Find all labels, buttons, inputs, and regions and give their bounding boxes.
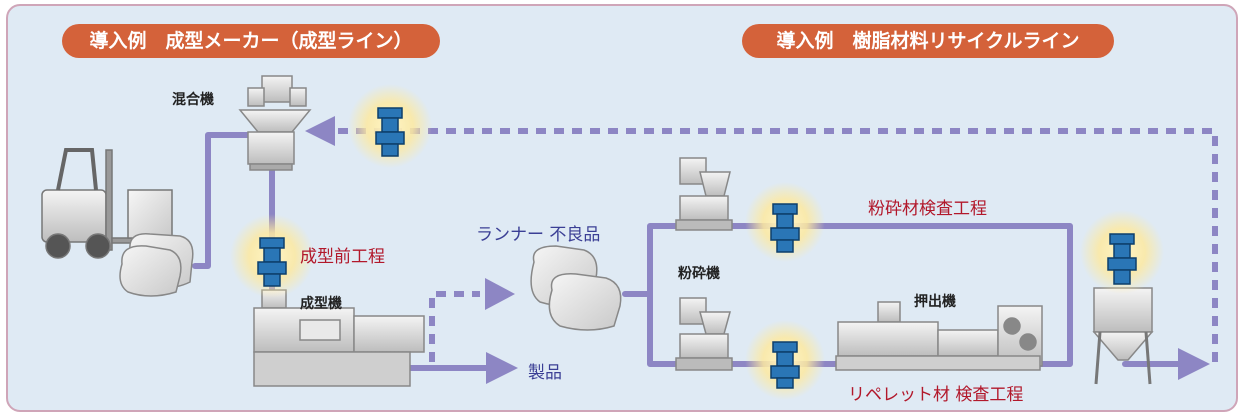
flow-line-bags-to-mixer — [192, 132, 258, 269]
header-molding-line: 導入例 成型メーカー（成型ライン） — [62, 24, 440, 58]
label-crushed-inspection: 粉砕材検査工程 — [868, 199, 987, 219]
inspector-silo — [1080, 210, 1164, 294]
label-mixer: 混合機 — [172, 91, 214, 108]
flow-arrowheads — [305, 116, 1210, 384]
crusher-bottom-icon — [675, 297, 733, 371]
runner-defect-sacks-icon — [530, 245, 622, 331]
flow-line-crusher-to-inspection — [722, 223, 1073, 367]
label-product: 製品 — [528, 363, 562, 383]
label-repellet-inspection: リペレット材 検査工程 — [848, 385, 1023, 405]
label-crusher: 粉砕機 — [678, 265, 720, 282]
crusher-top-icon — [675, 157, 733, 231]
arrow-to-runner — [485, 278, 515, 310]
forklift-icon — [41, 148, 173, 259]
label-pre-molding: 成型前工程 — [300, 247, 385, 267]
inspector-return-line — [348, 84, 432, 168]
extruder-icon — [835, 301, 1043, 371]
flow-line-recycle-return — [330, 128, 1218, 362]
mixer-icon — [238, 75, 312, 171]
inspector-pre-molding — [230, 214, 314, 298]
arrow-to-product — [486, 352, 518, 384]
label-molding-machine: 成型機 — [300, 295, 342, 312]
flow-dashed-lines — [330, 128, 1218, 362]
inspector-crushed-material — [745, 182, 825, 262]
silo-icon — [1092, 287, 1154, 385]
header-recycle-line: 導入例 樹脂材料リサイクルライン — [742, 24, 1114, 58]
label-extruder: 押出機 — [914, 293, 956, 310]
flow-line-molding-to-runner — [429, 291, 480, 362]
arrow-recycle-out — [1178, 348, 1210, 380]
arrow-into-mixer — [305, 116, 335, 146]
inspector-repellet-material — [745, 320, 825, 400]
material-sacks-icon — [119, 233, 194, 297]
label-runner-defects: ランナー 不良品 — [476, 225, 600, 245]
